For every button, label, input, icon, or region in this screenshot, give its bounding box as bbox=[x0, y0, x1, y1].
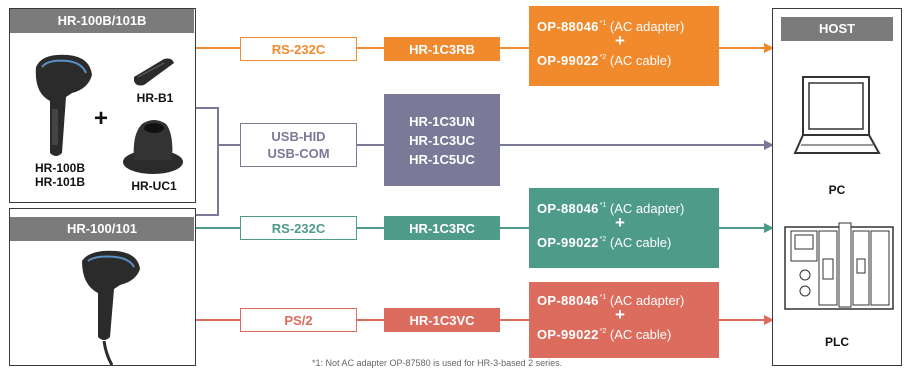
device-panel-hr100b: HR-100B/101B HR-B1 + HR-100B HR-101B HR-… bbox=[9, 8, 196, 203]
laptop-pc-icon bbox=[793, 76, 881, 154]
cable-hr-1c3rb: HR-1C3RB bbox=[384, 37, 500, 61]
base-label: HR-UC1 bbox=[131, 179, 177, 193]
device-panel-hr100: HR-100/101 bbox=[9, 208, 196, 366]
cradle-label: HR-B1 bbox=[136, 91, 174, 105]
wire-row2-bracket bbox=[196, 107, 219, 216]
corded-scanner-icon bbox=[82, 250, 140, 365]
power-set-row1: OP-88046*1 (AC adapter) + OP-99022*2 (AC… bbox=[529, 6, 719, 86]
plc-icon bbox=[784, 222, 894, 310]
host-title: HOST bbox=[781, 17, 893, 41]
panel-title: HR-100/101 bbox=[10, 217, 194, 241]
plus-sign: + bbox=[93, 105, 108, 132]
cable-hr-1c3vc: HR-1C3VC bbox=[384, 308, 500, 332]
host-panel: HOST PC PLC bbox=[772, 8, 902, 366]
panel-title: HR-100B/101B bbox=[10, 9, 194, 33]
interface-ps2: PS/2 bbox=[240, 308, 357, 332]
pc-label: PC bbox=[828, 183, 846, 197]
cradle-icon bbox=[134, 58, 174, 86]
charging-base-icon bbox=[123, 120, 183, 174]
power-set-row3: OP-88046*1 (AC adapter) + OP-99022*2 (AC… bbox=[529, 188, 719, 268]
scanner-model-label: HR-100B HR-101B bbox=[34, 161, 85, 189]
interface-rs232c-2: RS-232C bbox=[240, 216, 357, 240]
interface-rs232c-1: RS-232C bbox=[240, 37, 357, 61]
plc-label: PLC bbox=[825, 335, 849, 349]
footnote: *1: Not AC adapter OP-87580 is used for … bbox=[312, 358, 563, 368]
cable-hr-1c3rc: HR-1C3RC bbox=[384, 216, 500, 240]
interface-usb: USB-HID USB-COM bbox=[240, 123, 357, 167]
power-set-row4: OP-88046*1 (AC adapter) + OP-99022*2 (AC… bbox=[529, 282, 719, 358]
cable-usb-options: HR-1C3UN HR-1C3UC HR-1C5UC bbox=[384, 94, 500, 186]
handheld-scanner-icon bbox=[35, 54, 92, 156]
